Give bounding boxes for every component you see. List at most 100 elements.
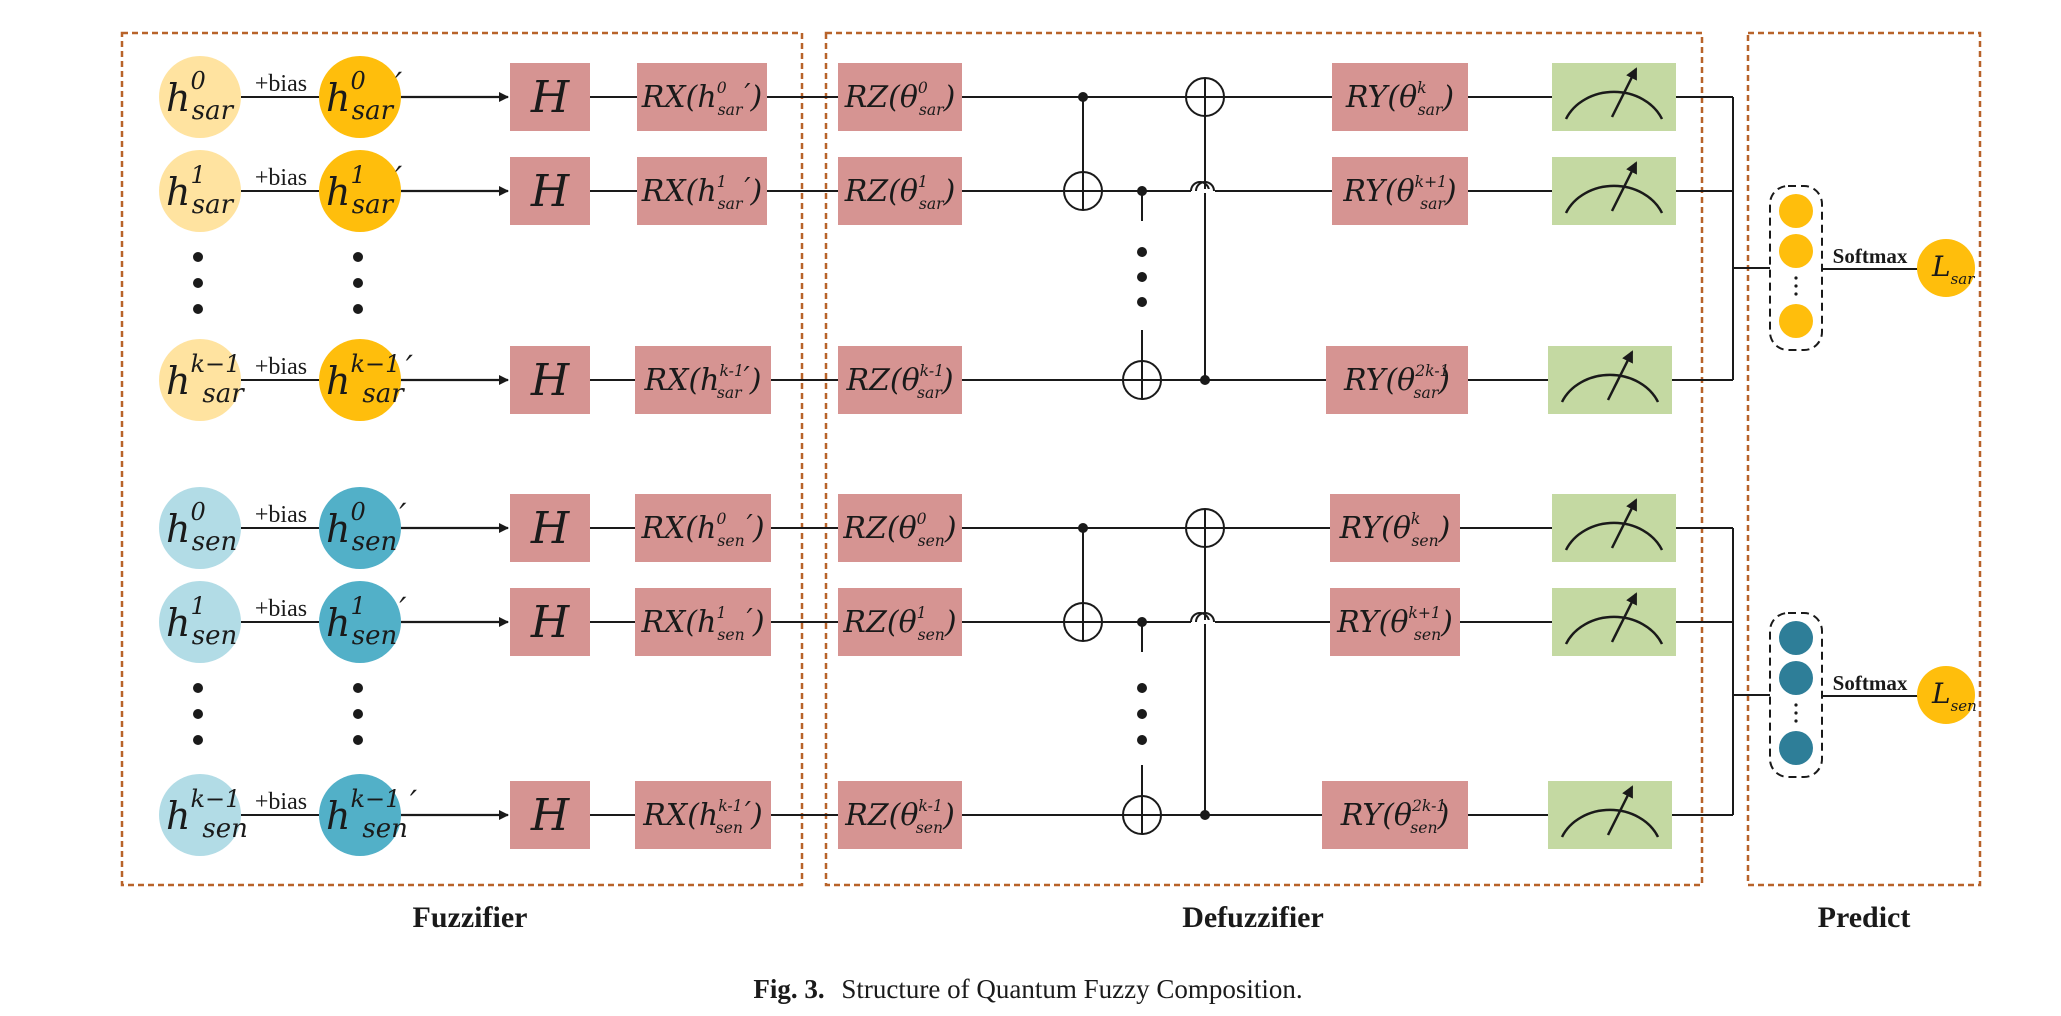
meter-needle: [1606, 785, 1634, 836]
gate-superscript: 0: [917, 510, 927, 528]
prime-mark: ′: [399, 590, 407, 628]
paren: ): [942, 798, 955, 833]
fuzzified-state-node: [319, 487, 401, 569]
crossing-gap: [1195, 189, 1215, 193]
prime-mark: ′: [406, 348, 414, 386]
gate-name: RX: [644, 363, 691, 398]
hadamard-label: H: [530, 503, 571, 554]
gate-superscript: k-1: [920, 362, 944, 380]
gate-name: RX: [641, 80, 688, 115]
meter-arc: [1564, 615, 1664, 645]
gate-subscript: sen: [916, 819, 943, 837]
hadamard-gate: [510, 63, 590, 131]
bias-label: +bias: [255, 502, 307, 528]
gate-name: RY: [1339, 511, 1385, 546]
loss-node: [1917, 666, 1975, 724]
gate-arg: h: [697, 511, 716, 546]
gate-name: RY: [1336, 605, 1382, 640]
gate-arg: θ: [899, 511, 917, 546]
ellipsis-dot: [1794, 284, 1798, 288]
gate-subscript: sar: [717, 384, 743, 402]
state-subscript: sar: [192, 96, 235, 126]
prime-mark: ′: [395, 159, 403, 197]
state-superscript: 1: [190, 592, 205, 620]
measurement-gate: [1548, 346, 1672, 414]
gate-superscript: k: [1411, 510, 1420, 528]
gate-name: RZ: [844, 798, 890, 833]
ellipsis-dot: [1794, 711, 1798, 715]
gate-name: RZ: [842, 605, 888, 640]
wire-crossing: [1195, 612, 1215, 623]
prime-mark: ′: [399, 496, 407, 534]
ellipsis-dot: [193, 709, 203, 719]
softmax-label: Softmax: [1833, 244, 1908, 268]
state-superscript: 1: [350, 592, 365, 620]
gate-name: RX: [642, 798, 689, 833]
gate-arg: θ: [1399, 80, 1417, 115]
meter-arc: [1564, 184, 1664, 214]
state-subscript: sar: [352, 190, 395, 220]
gate-arg: θ: [900, 80, 918, 115]
gate-subscript: sar: [919, 195, 945, 213]
state-superscript: k−1: [350, 350, 400, 378]
var-h: h: [326, 794, 350, 838]
gate-subscript: sar: [718, 101, 744, 119]
paren: (: [686, 80, 699, 115]
gate-subscript: sen: [918, 532, 945, 550]
paren: (: [1381, 511, 1394, 546]
paren: ): [750, 798, 763, 833]
var-h: h: [326, 359, 350, 403]
rz-gate: [838, 157, 962, 225]
softmax-label: Softmax: [1833, 671, 1908, 695]
ellipsis-dot: [193, 683, 203, 693]
ellipsis-dot: [353, 278, 363, 288]
paren: ): [943, 80, 956, 115]
gate-subscript: sen: [1414, 626, 1441, 644]
gate-superscript: 0: [716, 510, 726, 528]
bias-label: +bias: [255, 789, 307, 815]
gate-arg: h: [700, 363, 719, 398]
gate-superscript: 1: [917, 604, 927, 622]
paren: (: [1387, 80, 1400, 115]
meter-arc: [1560, 373, 1660, 403]
caption-text: Structure of Quantum Fuzzy Composition.: [841, 974, 1302, 1004]
gate-superscript: 1: [716, 604, 726, 622]
ry-gate: [1330, 588, 1460, 656]
ry-gate: [1322, 781, 1468, 849]
rz-gate: [838, 781, 962, 849]
loss-name: L: [1931, 677, 1951, 710]
ellipsis-dot: [1137, 297, 1147, 307]
ellipsis-dot: [353, 683, 363, 693]
hadamard-label: H: [530, 72, 571, 123]
paren: (: [685, 511, 698, 546]
gate-name: RZ: [845, 363, 891, 398]
gate-name: RY: [1342, 174, 1388, 209]
rz-gate: [838, 588, 962, 656]
paren: (: [1379, 605, 1392, 640]
wire-crossing: [1190, 612, 1210, 623]
gate-superscript: 0: [918, 79, 928, 97]
probability-node: [1779, 621, 1813, 655]
state-subscript: sar: [192, 190, 235, 220]
paren: ): [943, 174, 956, 209]
loss-node: [1917, 239, 1975, 297]
probability-node: [1779, 731, 1813, 765]
ellipsis-dot: [1137, 247, 1147, 257]
rx-gate: [635, 781, 771, 849]
loss-label: Lsen: [1931, 677, 1977, 715]
rx-gate: [635, 588, 771, 656]
gate-name: RZ: [844, 80, 890, 115]
gate-arg: θ: [900, 798, 918, 833]
gate-superscript: 1: [918, 173, 928, 191]
